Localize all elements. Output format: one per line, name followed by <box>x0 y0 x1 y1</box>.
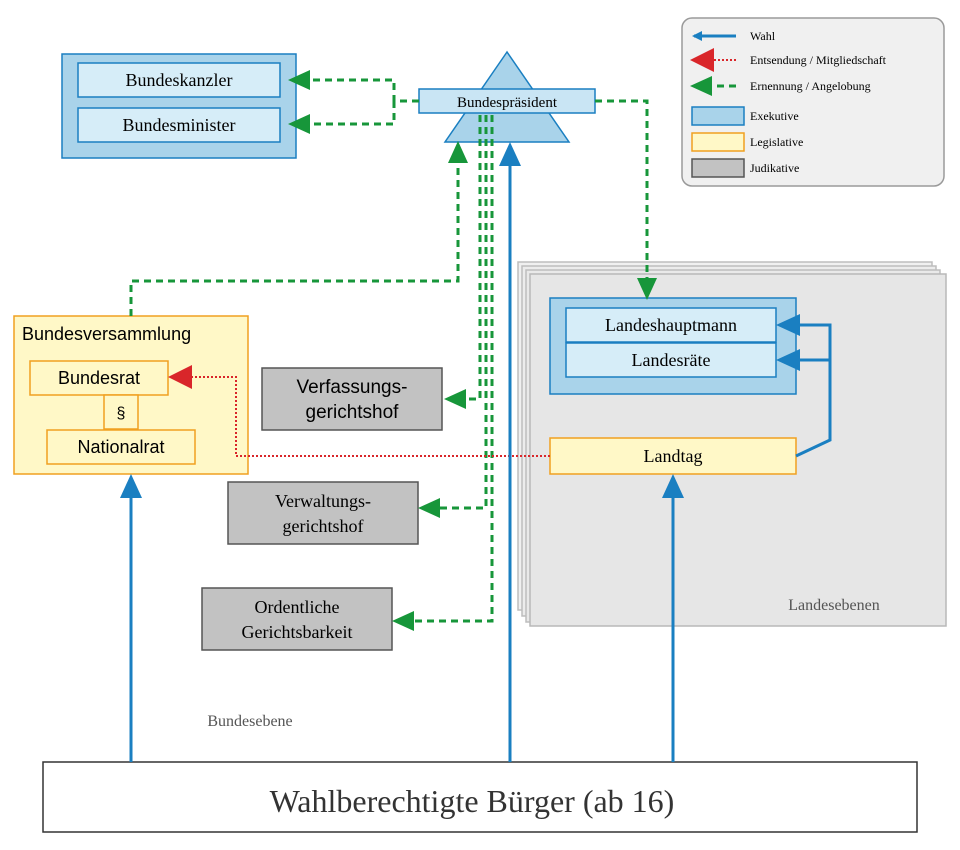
arrow-appoint-chancellor <box>288 70 419 103</box>
legend-appointment-label: Ernennung / Angelobung <box>750 79 871 93</box>
legend-executive-label: Exekutive <box>750 109 799 123</box>
arrow-appoint-ordinary-courts <box>392 115 494 631</box>
federal-level-label: Bundesebene <box>207 713 292 730</box>
legend-delegation-label: Entsendung / Mitgliedschaft <box>750 53 887 67</box>
governor-label: Landeshauptmann <box>605 315 737 335</box>
national-council-label: Nationalrat <box>77 437 164 457</box>
election-arrows <box>120 142 832 762</box>
arrow-appoint-constitutional-court <box>444 115 482 409</box>
federal-president: Bundespräsident <box>418 50 596 143</box>
constitutional-court: Verfassungs- gerichtshof <box>261 367 443 431</box>
state-government: Landeshauptmann Landesräte <box>549 297 797 395</box>
governor-box <box>565 307 777 343</box>
federal-council-box <box>29 360 169 396</box>
constitutional-court-line2: gerichtshof <box>306 402 400 423</box>
councillors-box <box>565 342 777 378</box>
federal-council-label: Bundesrat <box>58 368 140 388</box>
ministers-box <box>77 107 281 143</box>
chancellor-label: Bundeskanzler <box>126 70 233 90</box>
parliament-box <box>549 437 797 475</box>
paragraph-box <box>103 394 139 430</box>
voters: Wahlberechtigte Bürger (ab 16) <box>42 761 918 833</box>
legend: Wahl Entsendung / Mitgliedschaft Ernennu… <box>681 17 945 187</box>
arrow-elect-governor <box>776 314 832 458</box>
chancellor-box <box>77 62 281 98</box>
administrative-court-line1: Verwaltungs- <box>275 491 371 511</box>
legend-legislative-swatch <box>691 132 745 152</box>
legend-executive-swatch <box>691 106 745 126</box>
federal-government: Bundeskanzler Bundesminister <box>61 53 297 159</box>
assembly-label: Bundesversammlung <box>22 324 191 344</box>
arrow-appoint-governor <box>595 99 657 300</box>
parliament-label: Landtag <box>644 446 703 466</box>
arrow-delegation-landtag-bundesrat <box>168 365 550 457</box>
ordinary-courts-line1: Ordentliche <box>255 597 340 617</box>
president-label: Bundespräsident <box>457 95 558 111</box>
arrow-appoint-administrative-court <box>418 115 488 518</box>
administrative-court-line2: gerichtshof <box>283 516 364 536</box>
federal-assembly: Bundesversammlung Bundesrat § Nationalra… <box>13 315 249 475</box>
voters-label: Wahlberechtigte Bürger (ab 16) <box>270 783 675 819</box>
appointment-arrows <box>129 70 657 631</box>
paragraph-label: § <box>117 405 126 422</box>
ministers-label: Bundesminister <box>123 115 236 135</box>
voters-box <box>42 761 918 833</box>
arrow-appoint-ministers <box>288 101 396 134</box>
ordinary-courts-line2: Gerichtsbarkeit <box>242 622 353 642</box>
state-level-label: Landesebenen <box>788 597 880 614</box>
legend-election-label: Wahl <box>750 29 776 43</box>
national-council-box <box>46 429 196 465</box>
constitutional-court-line1: Verfassungs- <box>297 377 408 398</box>
legend-legislative-label: Legislative <box>750 135 803 149</box>
administrative-court: Verwaltungs- gerichtshof <box>227 481 419 545</box>
arrow-assembly-oath <box>129 141 468 316</box>
councillors-label: Landesräte <box>632 350 711 370</box>
legend-judicative-label: Judikative <box>750 161 799 175</box>
legend-judicative-swatch <box>691 158 745 178</box>
ordinary-courts: Ordentliche Gerichtsbarkeit <box>201 587 393 651</box>
state-parliament: Landtag <box>549 437 797 475</box>
